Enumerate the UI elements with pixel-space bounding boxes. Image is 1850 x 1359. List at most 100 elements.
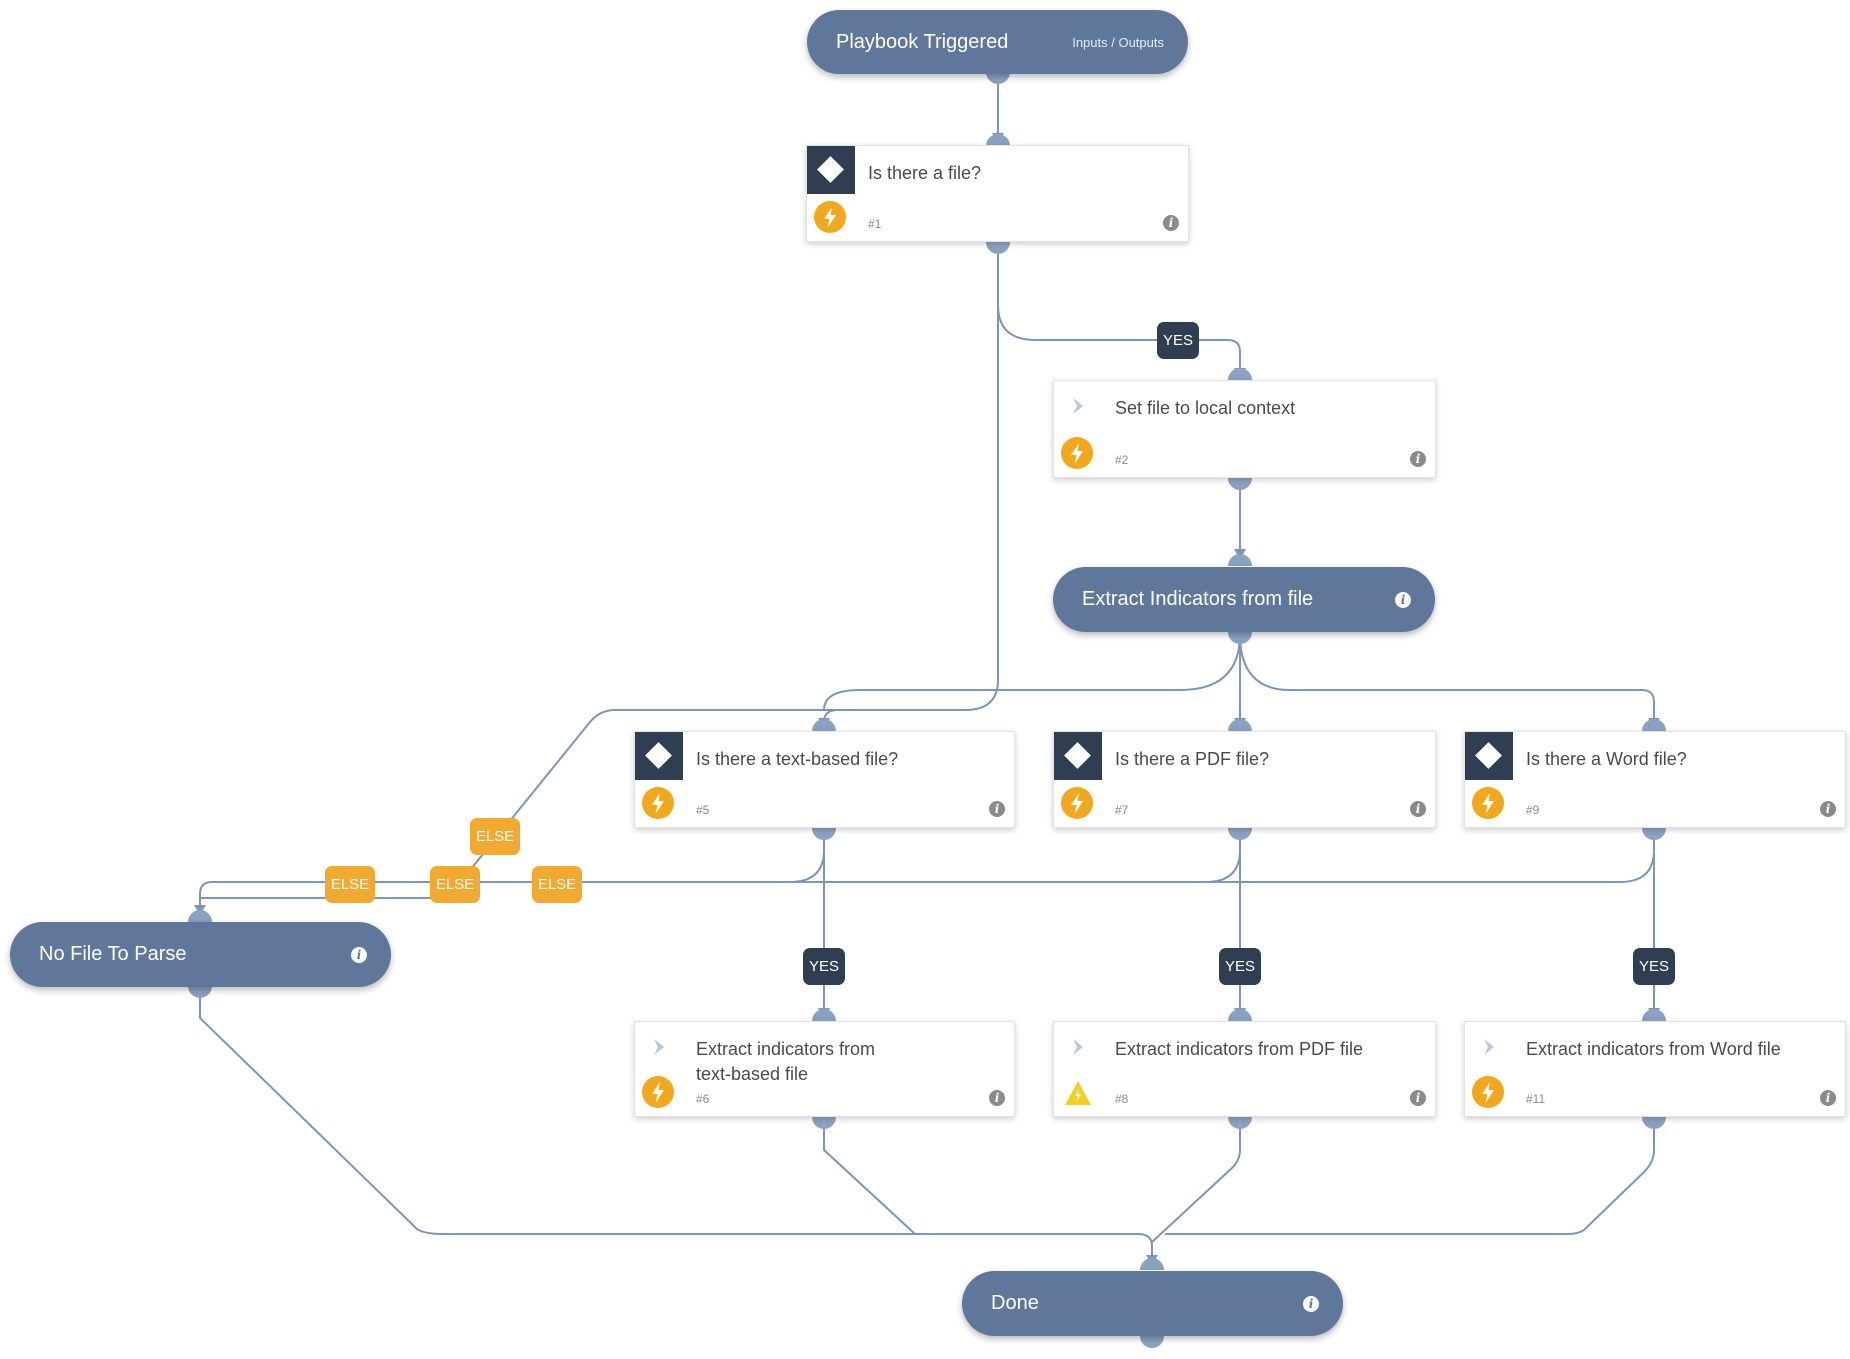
port — [1228, 828, 1252, 840]
lightning-icon — [1472, 1076, 1504, 1108]
edge-no-file-to-done — [199, 988, 1153, 1262]
info-icon[interactable]: i — [989, 1090, 1005, 1106]
condition-icon — [1465, 732, 1513, 780]
info-icon[interactable]: i — [1303, 1295, 1319, 1312]
port — [1642, 828, 1666, 840]
task-number: #11 — [1526, 1092, 1546, 1106]
port — [1228, 719, 1252, 731]
task-title: Is there a text-based file? — [696, 749, 899, 769]
port — [1228, 554, 1252, 566]
yes-label: YES — [1633, 948, 1675, 985]
node-title: No File To Parse — [39, 943, 187, 965]
chevron-right-icon — [1073, 1039, 1083, 1055]
task-title: Is there a file? — [868, 163, 982, 183]
edge-is-file-to-is-text — [823, 709, 965, 725]
port — [812, 828, 836, 840]
task-is-there-a-file[interactable]: Is there a file? #1 i — [806, 145, 1189, 242]
inputs-outputs-link[interactable]: Inputs / Outputs — [1072, 34, 1164, 50]
condition-icon — [635, 732, 683, 780]
info-icon[interactable]: i — [1820, 1090, 1836, 1106]
node-title: Playbook Triggered — [836, 30, 1009, 53]
task-number: #6 — [696, 1092, 710, 1106]
lightning-icon — [814, 201, 846, 233]
port — [812, 719, 836, 731]
lightning-icon — [642, 787, 674, 819]
info-icon[interactable]: i — [1410, 801, 1426, 817]
task-extract-indicators-from-text-based-file[interactable]: Extract indicators from text-based file … — [634, 1021, 1015, 1117]
info-icon[interactable]: i — [1820, 801, 1836, 817]
port — [1642, 1009, 1666, 1021]
port — [812, 1117, 836, 1129]
chevron-right-icon — [1484, 1039, 1494, 1055]
task-number: #9 — [1526, 803, 1540, 817]
edge-extract-pdf-to-done — [1151, 1118, 1241, 1243]
port — [1140, 1258, 1164, 1270]
port — [188, 986, 212, 998]
edge-extract-word-to-done — [1165, 1118, 1655, 1235]
condition-icon — [1054, 732, 1102, 780]
port — [1228, 1009, 1252, 1021]
port — [1228, 368, 1252, 380]
info-icon[interactable]: i — [1395, 591, 1411, 608]
extract-indicators-subplaybook-node[interactable]: Extract Indicators from file i — [1053, 567, 1435, 632]
edge-else-row — [199, 828, 1655, 912]
task-title: Is there a PDF file? — [1115, 749, 1270, 769]
task-number: #2 — [1115, 453, 1129, 467]
task-title: Is there a Word file? — [1526, 749, 1687, 769]
port — [1228, 632, 1252, 644]
task-title: Extract indicators from Word file — [1526, 1039, 1781, 1059]
node-title: Extract Indicators from file — [1082, 588, 1314, 610]
lightning-icon — [1061, 787, 1093, 819]
task-title: Extract indicators from PDF file — [1115, 1039, 1364, 1059]
port — [986, 72, 1010, 84]
condition-icon — [807, 146, 855, 194]
lightning-icon — [1472, 787, 1504, 819]
edge-is-file-yes — [997, 242, 1241, 375]
no-file-to-parse-node[interactable]: No File To Parse i — [10, 922, 391, 987]
task-title: Extract indicators from text-based file — [696, 1039, 876, 1084]
chevron-right-icon — [1073, 398, 1083, 414]
port — [812, 1009, 836, 1021]
edge-extract-to-is-word — [1239, 633, 1655, 725]
port — [986, 242, 1010, 254]
task-extract-indicators-from-pdf-file[interactable]: Extract indicators from PDF file #8 i — [1053, 1021, 1436, 1117]
lightning-icon — [642, 1076, 674, 1108]
info-icon[interactable]: i — [351, 946, 367, 963]
task-is-there-a-word-file[interactable]: Is there a Word file? #9 i — [1464, 731, 1846, 828]
task-is-there-a-pdf-file[interactable]: Is there a PDF file? #7 i — [1053, 731, 1436, 828]
else-label: ELSE — [532, 866, 582, 903]
port — [188, 910, 212, 922]
yes-label: YES — [1219, 948, 1261, 985]
lightning-icon — [1061, 437, 1093, 469]
done-node[interactable]: Done i — [962, 1271, 1343, 1336]
port — [1642, 1117, 1666, 1129]
edge-extract-to-is-text — [823, 633, 1241, 711]
task-number: #1 — [868, 217, 882, 231]
port — [1228, 478, 1252, 490]
port — [1140, 1336, 1164, 1348]
task-number: #7 — [1115, 803, 1129, 817]
yes-label: YES — [1157, 322, 1199, 359]
task-set-file-to-local-context[interactable]: Set file to local context #2 i — [1053, 380, 1436, 478]
warning-icon — [1065, 1081, 1091, 1105]
info-icon[interactable]: i — [1163, 215, 1179, 231]
task-extract-indicators-from-word-file[interactable]: Extract indicators from Word file #11 i — [1464, 1021, 1846, 1117]
task-number: #5 — [696, 803, 710, 817]
else-label: ELSE — [430, 866, 480, 903]
yes-label: YES — [803, 948, 845, 985]
port — [1228, 1117, 1252, 1129]
port — [1642, 719, 1666, 731]
port — [986, 134, 1010, 146]
info-icon[interactable]: i — [1410, 1090, 1426, 1106]
info-icon[interactable]: i — [989, 801, 1005, 817]
edge-extract-text-to-done — [823, 1118, 916, 1235]
info-icon[interactable]: i — [1410, 451, 1426, 467]
else-label: ELSE — [470, 818, 520, 855]
playbook-triggered-node[interactable]: Playbook Triggered Inputs / Outputs — [807, 10, 1188, 74]
else-label: ELSE — [325, 866, 375, 903]
chevron-right-icon — [654, 1039, 664, 1055]
node-title: Done — [991, 1292, 1039, 1314]
task-number: #8 — [1115, 1092, 1129, 1106]
task-is-there-a-text-based-file[interactable]: Is there a text-based file? #5 i — [634, 731, 1015, 828]
task-title: Set file to local context — [1115, 398, 1296, 418]
